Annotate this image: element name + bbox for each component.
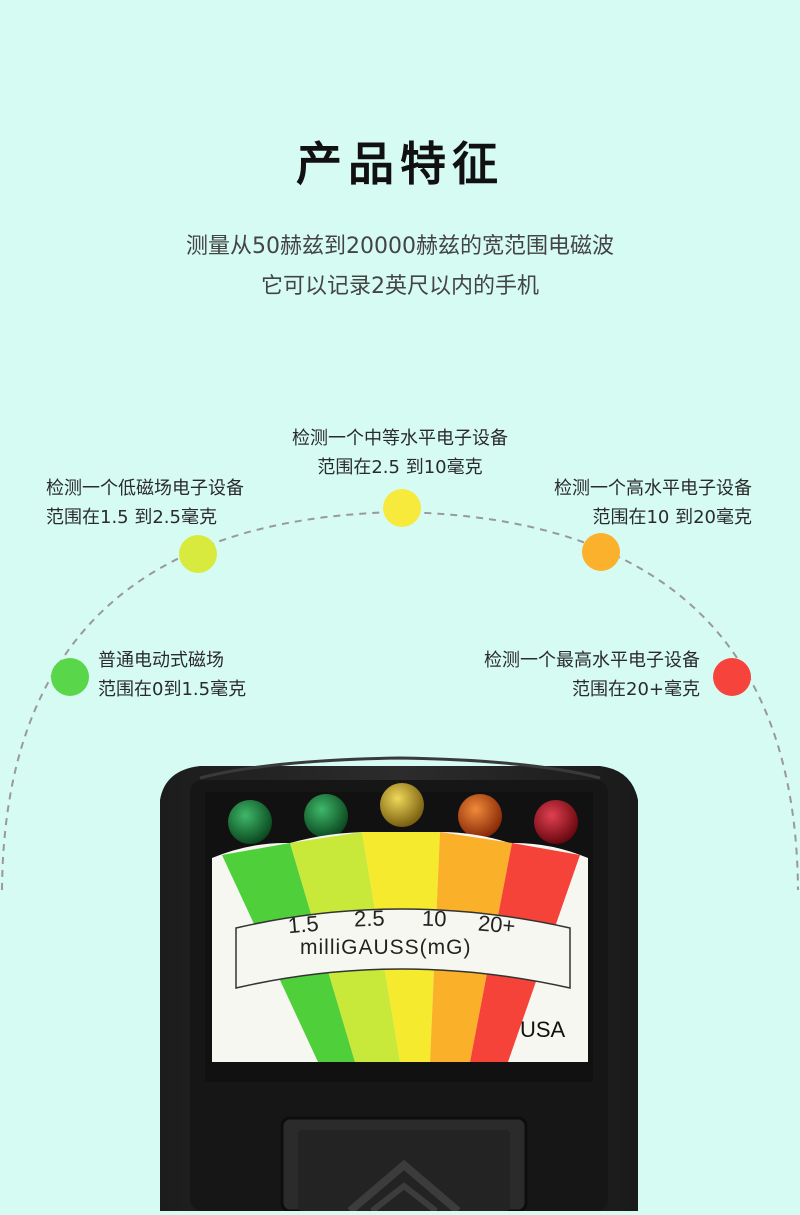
level-0-label: 普通电动式磁场 范围在0到1.5毫克 — [98, 646, 246, 704]
level-4-line1: 检测一个最高水平电子设备 — [484, 650, 700, 671]
led-yellow — [380, 783, 424, 827]
level-4-line2: 范围在20+毫克 — [572, 679, 700, 700]
emf-meter-device: 1.5 2.5 10 20+ milliGAUSS(mG) USA — [0, 740, 800, 1211]
level-2-dot — [383, 489, 421, 527]
level-2-line2: 范围在2.5 到10毫克 — [317, 457, 483, 478]
level-3-label: 检测一个高水平电子设备 范围在10 到20毫克 — [554, 474, 752, 532]
level-1-label: 检测一个低磁场电子设备 范围在1.5 到2.5毫克 — [46, 474, 244, 532]
level-0-line2: 范围在0到1.5毫克 — [98, 679, 247, 700]
page-title: 产品特征 — [296, 137, 504, 191]
country-label: USA — [520, 1017, 566, 1042]
level-1-line2: 范围在1.5 到2.5毫克 — [46, 507, 217, 528]
unit-label: milliGAUSS(mG) — [300, 936, 472, 959]
level-2-label: 检测一个中等水平电子设备 范围在2.5 到10毫克 — [260, 424, 540, 482]
level-2-line1: 检测一个中等水平电子设备 — [292, 428, 508, 449]
subtitle-line-1: 测量从50赫兹到20000赫兹的宽范围电磁波 — [186, 234, 614, 259]
led-green-1 — [228, 800, 272, 844]
emf-meter-illustration — [160, 756, 638, 1211]
level-3-line1: 检测一个高水平电子设备 — [554, 478, 752, 499]
level-1-dot — [179, 535, 217, 573]
level-3-dot — [582, 533, 620, 571]
level-0-dot — [51, 658, 89, 696]
led-red — [534, 800, 578, 844]
subtitle-line-2: 它可以记录2英尺以内的手机 — [261, 274, 539, 299]
level-4-label: 检测一个最高水平电子设备 范围在20+毫克 — [484, 646, 700, 704]
level-0-line1: 普通电动式磁场 — [98, 650, 224, 671]
level-4-dot — [713, 658, 751, 696]
led-green-2 — [304, 794, 348, 838]
led-orange — [458, 794, 502, 838]
level-3-line2: 范围在10 到20毫克 — [592, 507, 752, 528]
level-1-line1: 检测一个低磁场电子设备 — [46, 478, 244, 499]
power-button-panel — [280, 1116, 528, 1211]
